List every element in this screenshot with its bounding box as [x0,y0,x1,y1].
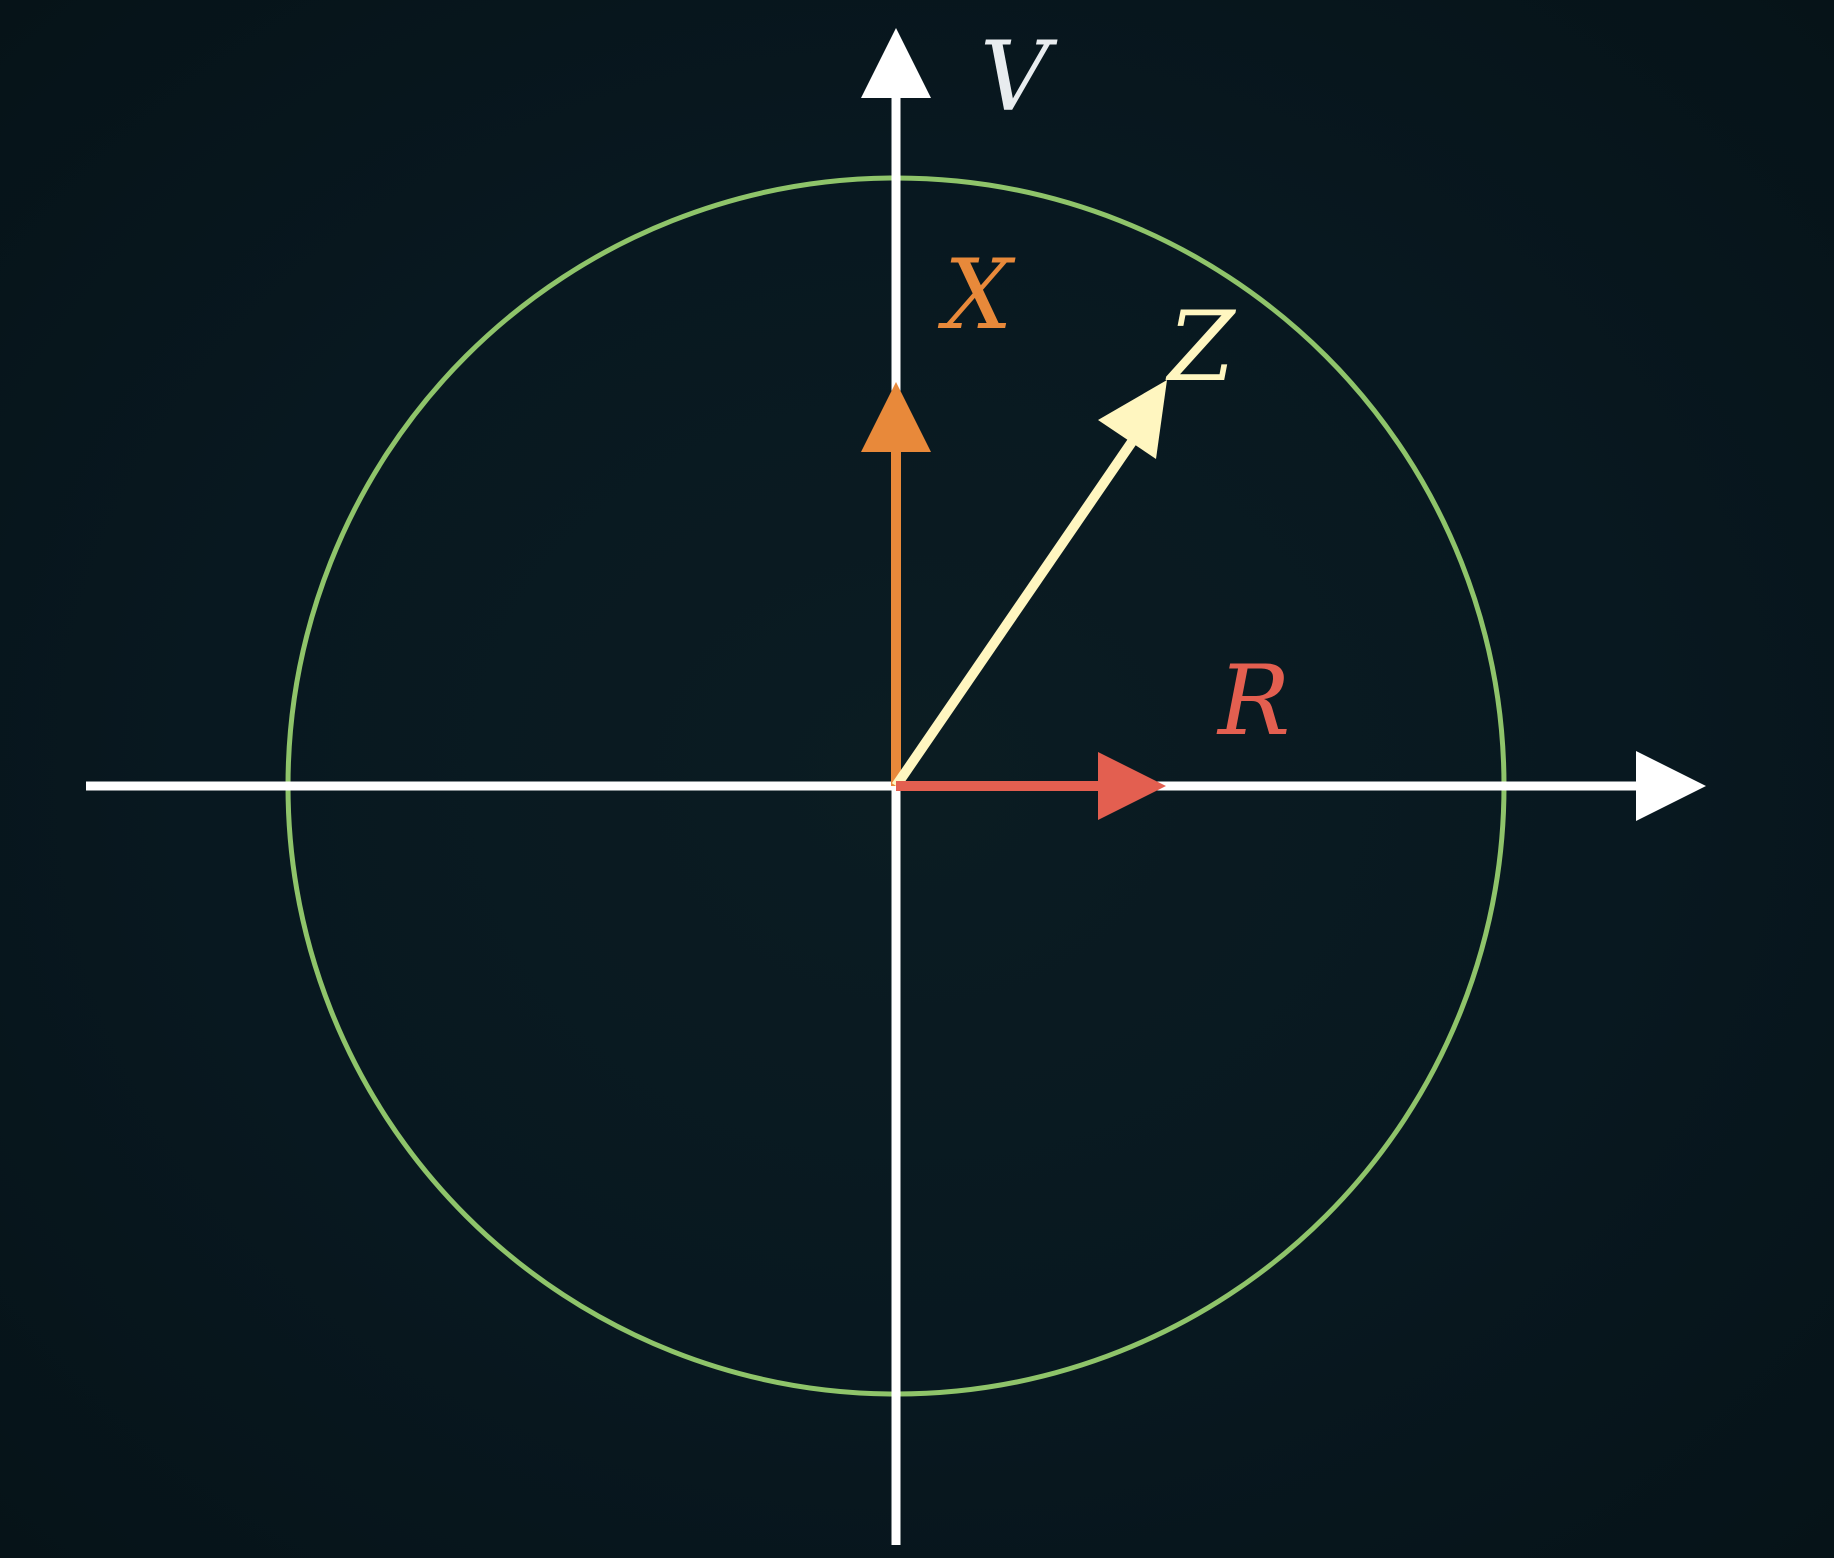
vertical-axis-label: V [980,21,1058,133]
vector-r-arrowhead [1098,752,1166,820]
vector-z-arrowhead [1098,380,1167,459]
vector-z-shaft [891,430,1143,789]
vector-r-label: R [1216,645,1290,757]
vertical-axis-arrowhead [861,28,931,98]
vector-z-label: Z [1165,291,1237,403]
horizontal-axis-arrowhead [1636,751,1706,821]
vector-x-arrowhead [861,382,931,452]
vector-x-label: X [937,239,1016,351]
